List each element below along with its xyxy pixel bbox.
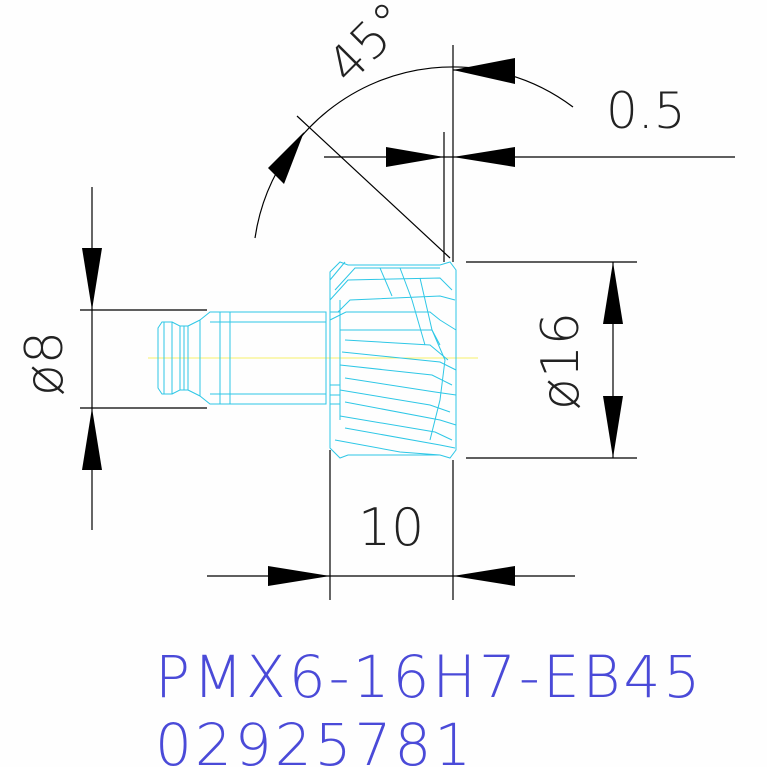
part-model-label: PMX6-16H7-EB45 (155, 643, 703, 711)
length-arrow-right (453, 566, 515, 586)
shank-dia-arrow-top (82, 248, 102, 310)
length-dimension-text: 10 (358, 498, 424, 558)
pinion-outline (157, 261, 457, 459)
chamfer-dimension-text: 0.5 (606, 82, 686, 140)
chamfer-arrow-left (386, 147, 444, 167)
chamfer-arrow-right (453, 147, 515, 167)
shank-dia-arrow-bottom (82, 408, 102, 470)
angle-dimension-text: 45° (316, 0, 420, 94)
part-code-label: 02925781 (155, 711, 474, 767)
gear-head (329, 261, 457, 459)
angle-arrow-left (268, 132, 304, 184)
angle-arc (254, 66, 574, 239)
arrowheads (82, 58, 623, 586)
length-arrow-left (268, 566, 330, 586)
angle-extension-line (296, 115, 451, 259)
outer-dia-arrow-bottom (603, 396, 623, 458)
shank-diameter-text: ø8 (15, 331, 75, 396)
angle-arrow-top (453, 58, 515, 84)
outer-diameter-text: ø16 (531, 312, 591, 410)
outer-dia-arrow-top (603, 262, 623, 324)
